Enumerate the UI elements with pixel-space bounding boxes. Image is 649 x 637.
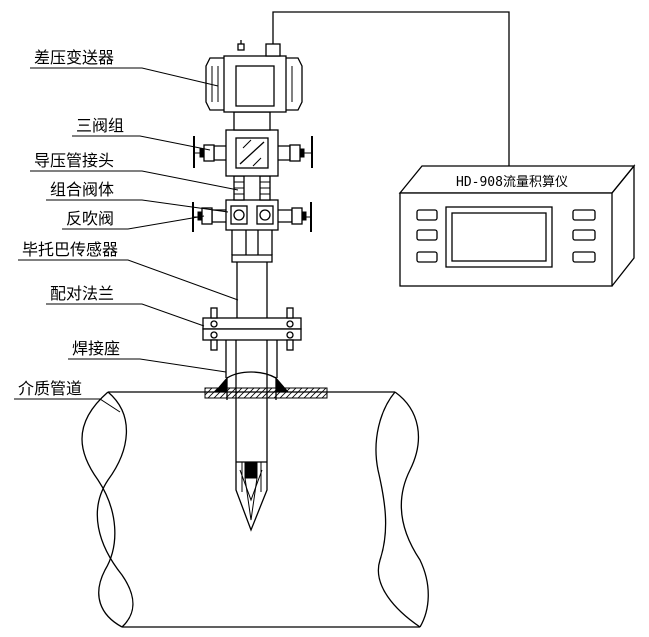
label-dp-transmitter: 差压变送器 xyxy=(34,48,114,67)
label-pitot-sensor: 毕托巴传感器 xyxy=(22,240,118,259)
right-button-2[interactable] xyxy=(572,229,596,241)
medium-pipe xyxy=(81,387,429,628)
right-button-1[interactable] xyxy=(572,209,596,221)
signal-cable xyxy=(272,11,510,166)
label-impulse-connector: 导压管接头 xyxy=(34,151,114,170)
left-button-3[interactable] xyxy=(416,251,438,263)
instrument-title: HD-908流量积算仪 xyxy=(456,175,568,190)
label-medium-pipe: 介质管道 xyxy=(18,379,82,398)
label-weld-seat: 焊接座 xyxy=(72,339,120,358)
right-button-3[interactable] xyxy=(572,251,596,263)
mating-flange xyxy=(202,307,302,378)
pitot-probe xyxy=(235,340,268,532)
label-three-valve: 三阀组 xyxy=(76,116,124,135)
label-combined-valve-body: 组合阀体 xyxy=(50,180,114,199)
weld-seat xyxy=(213,371,290,400)
left-button-1[interactable] xyxy=(416,209,438,221)
impulse-connectors xyxy=(233,175,271,201)
callouts: 差压变送器 三阀组 导压管接头 组合阀体 反吹阀 毕托巴传感器 配对法兰 焊接座… xyxy=(14,48,239,413)
three-valve-manifold xyxy=(193,129,313,177)
left-button-2[interactable] xyxy=(416,229,438,241)
label-blowback-valve: 反吹阀 xyxy=(66,209,114,228)
label-mating-flange: 配对法兰 xyxy=(50,284,114,303)
flow-totalizer[interactable]: HD-908流量积算仪 xyxy=(398,164,636,287)
dp-transmitter xyxy=(205,40,303,131)
combined-valve-body xyxy=(192,199,312,255)
pitot-sensor-stem xyxy=(231,254,273,318)
